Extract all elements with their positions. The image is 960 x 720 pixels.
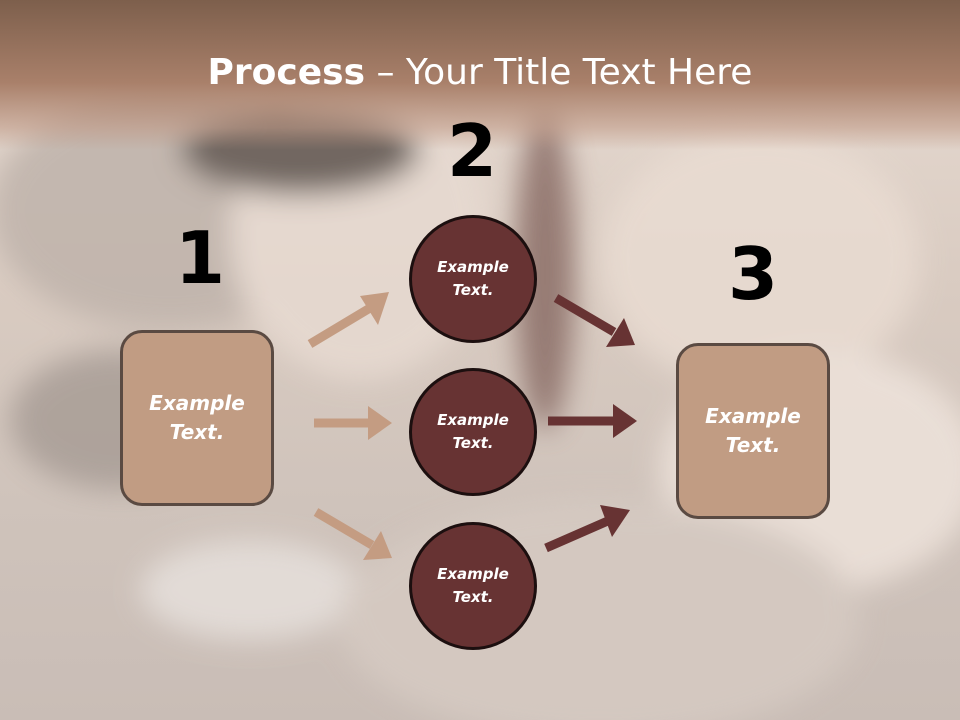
arrow-circle-2-to-right [548, 404, 637, 438]
right-box-label: Example Text. [705, 404, 801, 457]
arrow-left-to-circle-3 [313, 508, 392, 560]
arrow-left-to-circle-2 [314, 406, 392, 440]
step-number-3: 3 [727, 232, 779, 316]
circle-2-label: Example Text. [437, 411, 509, 452]
arrow-left-to-circle-1 [307, 292, 389, 348]
step-number-1: 1 [174, 216, 226, 300]
right-box[interactable]: Example Text. [676, 343, 830, 519]
circle-3-label: Example Text. [437, 565, 509, 606]
circle-3[interactable]: Example Text. [409, 522, 537, 650]
left-box[interactable]: Example Text. [120, 330, 274, 506]
circle-1[interactable]: Example Text. [409, 215, 537, 343]
title-bar [0, 0, 960, 150]
arrow-circle-3-to-right [544, 505, 630, 553]
slide-title[interactable]: Process – Your Title Text Here [0, 52, 960, 93]
title-bold: Process [207, 52, 366, 93]
title-rest: – Your Title Text Here [365, 52, 753, 93]
step-number-2: 2 [446, 109, 498, 193]
circle-2[interactable]: Example Text. [409, 368, 537, 496]
arrow-circle-1-to-right [553, 294, 635, 347]
left-box-label: Example Text. [149, 391, 245, 444]
circle-1-label: Example Text. [437, 258, 509, 299]
